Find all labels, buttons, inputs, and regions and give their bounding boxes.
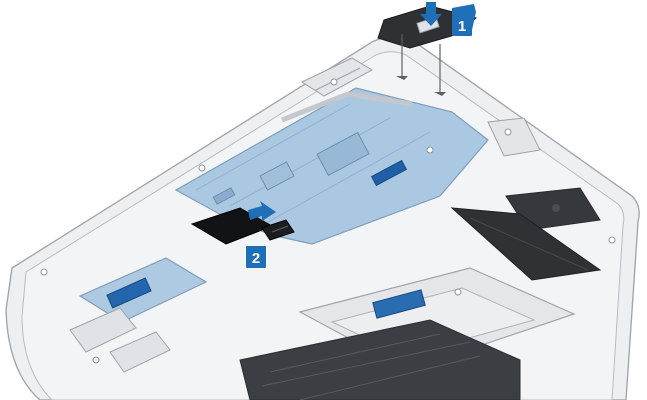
callout-1-number: 1 [458,18,466,35]
keyboard-mesh [239,319,521,400]
board-connector [370,159,408,187]
right-arrow-icon [248,201,276,221]
callout-2: 2 [246,246,266,268]
down-arrow-icon [420,2,442,26]
speaker-right [505,187,601,231]
board-connector-small [212,187,236,205]
io-board [69,257,208,373]
system-board [174,87,489,245]
hinge-left [300,57,374,97]
callout-2-number: 2 [252,250,260,267]
battery [450,207,602,281]
cpu-chip [316,131,370,177]
callout-1: 1 [452,4,476,36]
heat-pipe [281,91,413,123]
memory-chip [259,161,295,191]
hinge-right [487,117,541,157]
screws [40,146,616,364]
